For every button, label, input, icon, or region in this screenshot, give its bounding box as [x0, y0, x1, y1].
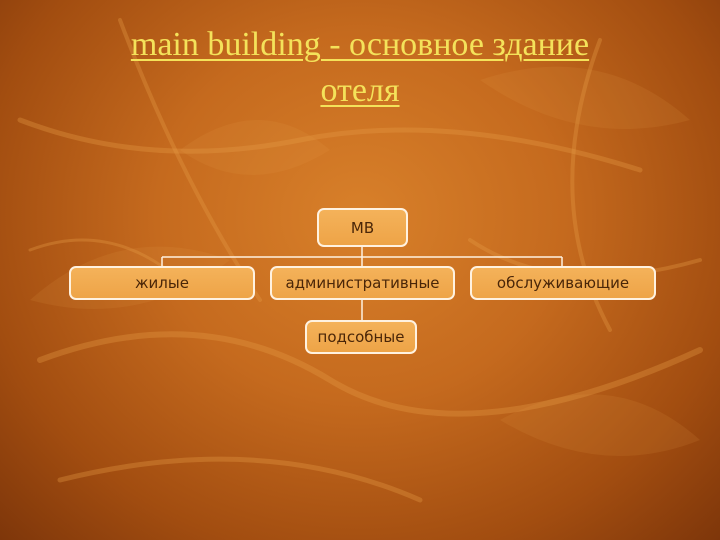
- title-line-1: main building - основное здание: [130, 26, 590, 63]
- slide-title: main building - основное здание отеля: [60, 22, 660, 114]
- node-administrative: административные: [270, 266, 455, 300]
- node-root-mb: MB: [317, 208, 408, 247]
- node-service: обслуживающие: [470, 266, 656, 300]
- title-line-2: отеля: [320, 72, 400, 109]
- node-auxiliary: подсобные: [305, 320, 417, 354]
- node-residential: жилые: [69, 266, 255, 300]
